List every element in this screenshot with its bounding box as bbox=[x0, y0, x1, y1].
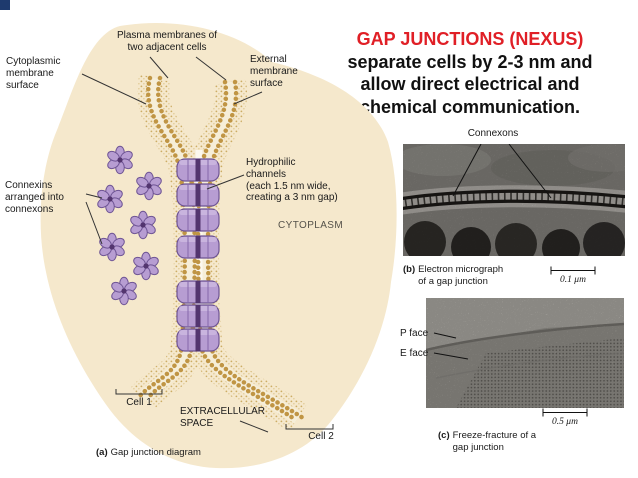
scale-bar-c-line bbox=[542, 408, 588, 417]
label-cytoplasmic-surface: Cytoplasmic membrane surface bbox=[6, 56, 61, 91]
label-connexins: Connexins arranged into connexons bbox=[5, 180, 64, 215]
gap-junction-diagram bbox=[40, 23, 397, 469]
micrograph-c-caption: (c)Freeze-fracture of a gap junction bbox=[438, 430, 536, 454]
caption-b-prefix: (b) bbox=[403, 264, 416, 275]
scale-bar-c: 0.5 μm bbox=[540, 408, 590, 427]
micrograph-c: P face E face 0.5 μm (c)Freeze-fracture … bbox=[398, 296, 632, 474]
leader-lines bbox=[81, 56, 334, 433]
caption-c-text: Freeze-fracture of a gap junction bbox=[452, 430, 537, 453]
scale-c-label: 0.5 μm bbox=[552, 417, 578, 427]
micrograph-c-image bbox=[426, 298, 624, 408]
diagram-caption: (a)Gap junction diagram bbox=[96, 447, 201, 459]
caption-c-prefix: (c) bbox=[438, 430, 450, 441]
p-face-label: P face bbox=[400, 328, 429, 339]
e-face-label: E face bbox=[400, 348, 429, 359]
caption-b-text: Electron micrograph of a gap junction bbox=[418, 264, 504, 287]
label-plasma-membranes: Plasma membranes of two adjacent cells bbox=[116, 30, 218, 53]
micrograph-b: Connexons (b)Electron micrograph of a ga… bbox=[398, 128, 630, 310]
label-cell-2: Cell 2 bbox=[308, 431, 334, 442]
label-extracellular-space: EXTRACELLULAR SPACE bbox=[180, 406, 266, 429]
label-cytoplasm: CYTOPLASM bbox=[278, 220, 344, 231]
diagram-caption-text: Gap junction diagram bbox=[110, 447, 201, 458]
scale-bar-b-line bbox=[550, 266, 596, 275]
title-block: GAP JUNCTIONS (NEXUS) separate cells by … bbox=[312, 28, 628, 118]
slide-subtitle: separate cells by 2-3 nm and allow direc… bbox=[347, 51, 593, 117]
scale-b-label: 0.1 μm bbox=[560, 275, 586, 285]
micrograph-b-image bbox=[403, 144, 625, 256]
label-external-surface: External membrane surface bbox=[250, 54, 298, 89]
connexons-label: Connexons bbox=[467, 128, 519, 139]
micrograph-b-caption: (b)Electron micrograph of a gap junction bbox=[403, 264, 503, 288]
scale-bar-b: 0.1 μm bbox=[548, 266, 598, 285]
label-hydrophilic-channels: Hydrophilic channels (each 1.5 nm wide, … bbox=[246, 157, 338, 204]
corner-accent bbox=[0, 0, 10, 10]
diagram-caption-prefix: (a) bbox=[96, 447, 108, 458]
connexon-channels bbox=[176, 158, 220, 352]
label-cell-1: Cell 1 bbox=[126, 397, 152, 408]
slide-title: GAP JUNCTIONS (NEXUS) bbox=[356, 29, 584, 49]
